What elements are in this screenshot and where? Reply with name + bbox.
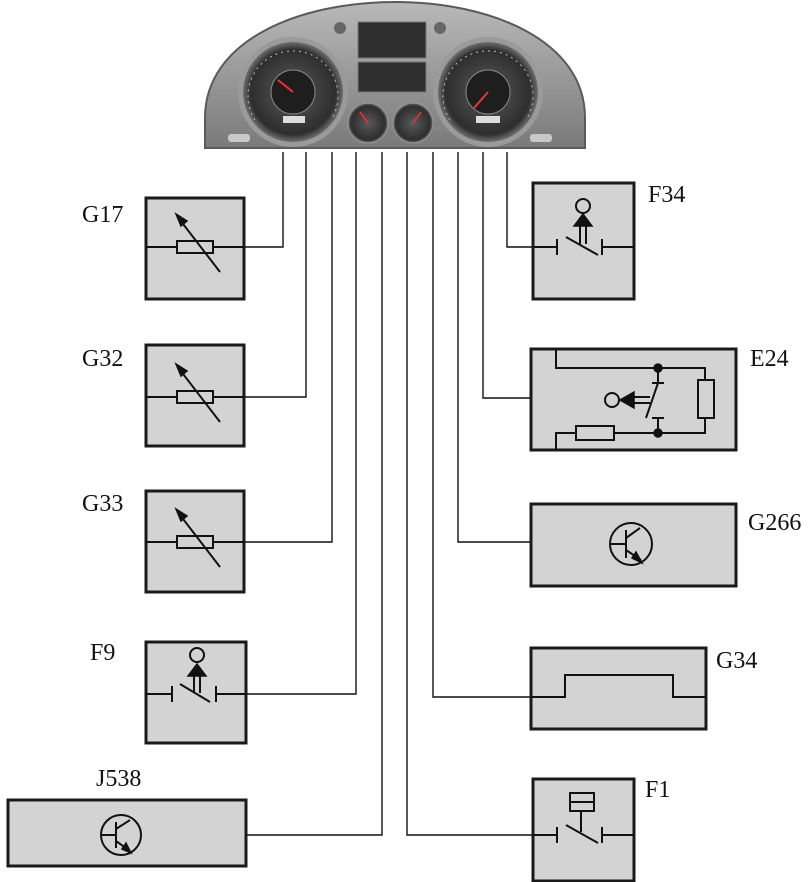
component-g33: G33 <box>82 489 246 594</box>
f1-label: F1 <box>645 777 670 803</box>
f9-label: F9 <box>90 640 115 666</box>
left-button <box>228 134 250 142</box>
component-e24: E24 <box>529 346 789 452</box>
j538-label: J538 <box>96 766 141 792</box>
g33-label: G33 <box>82 491 123 517</box>
instrument-cluster <box>204 0 586 149</box>
component-g17: G17 <box>82 196 246 301</box>
f34-label: F34 <box>648 182 685 208</box>
right-button <box>530 134 552 142</box>
center-display <box>334 21 446 93</box>
small-gauges <box>347 102 434 144</box>
component-j538: J538 <box>6 766 248 868</box>
component-f9: F9 <box>90 640 248 745</box>
left-gauge <box>238 37 348 147</box>
g32-label: G32 <box>82 346 123 372</box>
wiring <box>244 152 533 836</box>
component-f34: F34 <box>531 181 685 301</box>
right-gauge <box>433 37 543 147</box>
g266-label: G266 <box>748 510 801 536</box>
component-g266: G266 <box>529 502 801 588</box>
component-g32: G32 <box>82 343 246 448</box>
component-g34: G34 <box>529 646 757 731</box>
e24-label: E24 <box>750 346 789 372</box>
g17-label: G17 <box>82 202 123 228</box>
component-f1: F1 <box>531 777 670 882</box>
g34-label: G34 <box>716 648 757 674</box>
